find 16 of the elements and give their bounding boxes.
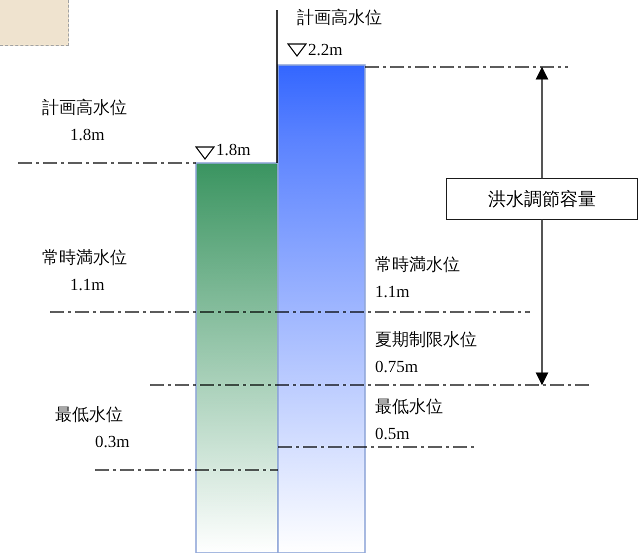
level-value: 0.3m xyxy=(95,432,130,452)
level-name: 最低水位 xyxy=(55,405,123,425)
level-value: 0.5m xyxy=(375,424,410,444)
level-name: 最低水位 xyxy=(375,397,443,417)
level-name: 計画高水位 xyxy=(297,8,382,28)
level-value: 0.75m xyxy=(375,357,418,377)
level-name: 常時満水位 xyxy=(42,248,127,268)
level-value: 1.8m xyxy=(70,125,104,145)
level-name: 常時満水位 xyxy=(375,255,460,275)
level-value: 1.1m xyxy=(70,275,104,295)
level-value: 1.1m xyxy=(375,282,410,302)
level-value: 2.2m xyxy=(308,40,342,60)
label-box: 洪水調節容量 xyxy=(446,178,638,220)
level-value: 1.8m xyxy=(216,140,250,160)
level-name: 計画高水位 xyxy=(42,98,127,118)
level-name: 夏期制限水位 xyxy=(375,330,477,350)
